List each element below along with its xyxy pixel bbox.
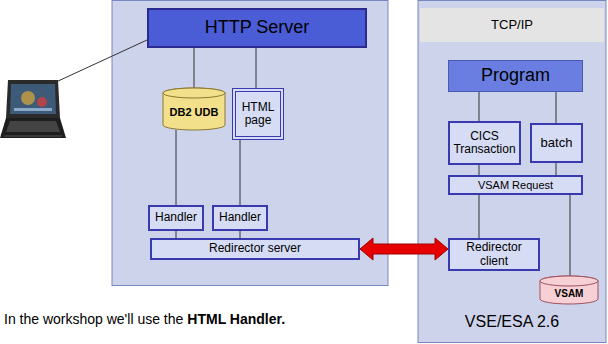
node-label: DB2 UDB (170, 106, 219, 118)
connector-line (479, 195, 480, 238)
note-text: In the workshop we'll use the (4, 311, 183, 327)
node-label: TCP/IP (491, 18, 533, 32)
connector-line (570, 195, 571, 276)
node-label: HTML page (239, 101, 277, 127)
connector-line (176, 130, 177, 205)
node-label: VSAM (555, 288, 584, 299)
database-cylinder: DB2 UDB (163, 88, 225, 130)
host-panel (418, 1, 606, 343)
connector-line (176, 231, 177, 238)
node-label: Handler (155, 211, 197, 224)
server-panel (112, 1, 388, 286)
tcpip-bar: TCP/IP (420, 8, 604, 42)
note-text: In the workshop we'll use theHTML Handle… (4, 311, 285, 327)
handler-box: Handler (148, 205, 204, 231)
node-label: CICS Transaction (453, 130, 516, 156)
node-label: Program (481, 66, 550, 86)
node-label: VSAM Request (478, 179, 553, 191)
server-bar: HTTP Server (147, 8, 367, 48)
connector-line (240, 140, 241, 205)
link-arrow (360, 238, 448, 260)
host-system-panel: VSE/ESA 2.6 TCP/IP ProgramCICS Transaction… (418, 0, 606, 343)
connector-line (556, 163, 557, 175)
redirector-server-box: Redirector server (150, 238, 360, 260)
connector-line (479, 165, 480, 175)
connector-line (479, 92, 480, 121)
network-line (56, 40, 147, 82)
request-bar: VSAM Request (448, 175, 583, 195)
batch-box: batch (530, 123, 583, 163)
redirector-client-box: Redirector client (448, 238, 540, 271)
connector-line (194, 48, 195, 88)
connector-line (556, 92, 557, 123)
vsam-cylinder: VSAM (540, 276, 598, 304)
node-label: HTTP Server (205, 18, 310, 38)
node-label: Handler (219, 211, 261, 224)
node-label: batch (541, 136, 573, 150)
node-label: Redirector client (453, 241, 535, 267)
html-page-box: HTML page (232, 88, 284, 140)
laptop-icon (0, 80, 66, 138)
connector-line (240, 231, 241, 238)
note-text: HTML Handler. (187, 311, 285, 327)
program-box: Program (448, 60, 583, 92)
transaction-box: CICS Transaction (448, 121, 521, 165)
connector-line (256, 48, 257, 88)
system-label: VSE/ESA 2.6 (418, 313, 606, 331)
handler-box: Handler (212, 205, 268, 231)
node-label: Redirector server (209, 242, 301, 255)
